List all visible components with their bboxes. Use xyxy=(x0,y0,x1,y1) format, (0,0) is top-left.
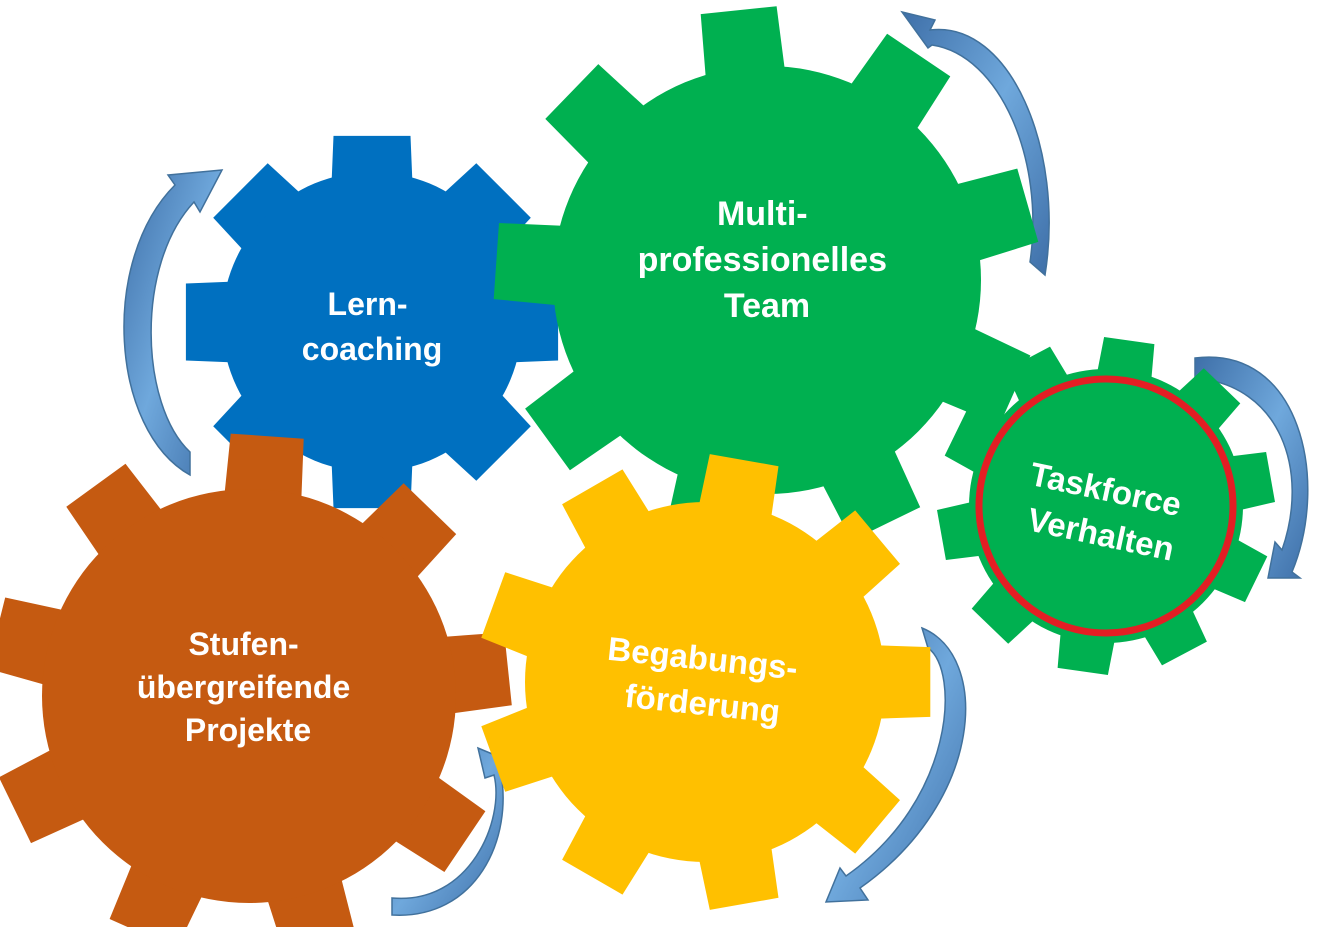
gear-hub xyxy=(222,172,522,472)
gear-stufenuebergreifende-projekte xyxy=(0,433,512,927)
gear-label-multiprofessionelles-team: Multi- professionelles Team xyxy=(638,195,897,325)
gear-hub xyxy=(525,502,885,862)
gear-label-lerncoaching: Lern- coaching xyxy=(302,286,442,367)
gear-hub xyxy=(969,369,1243,643)
arrow-left-up-icon xyxy=(123,169,224,477)
gear-hub xyxy=(42,489,456,903)
arrow-bottom-right-icon xyxy=(824,626,967,903)
arrow-top-right-icon xyxy=(900,10,1050,277)
gear-taskforce-verhalten xyxy=(937,337,1275,675)
gear-begabungsfoerderung xyxy=(481,454,931,910)
curved-arrows xyxy=(123,10,1309,916)
arrow-right-down-icon xyxy=(1194,356,1309,579)
gear-label-stufenuebergreifende-projekte: Stufen- übergreifende Projekte xyxy=(137,626,359,748)
gear-multiprofessionelles-team xyxy=(493,6,1039,553)
gear-lerncoaching xyxy=(185,135,559,509)
highlight-ring xyxy=(975,375,1237,637)
gear-hub xyxy=(553,66,981,494)
